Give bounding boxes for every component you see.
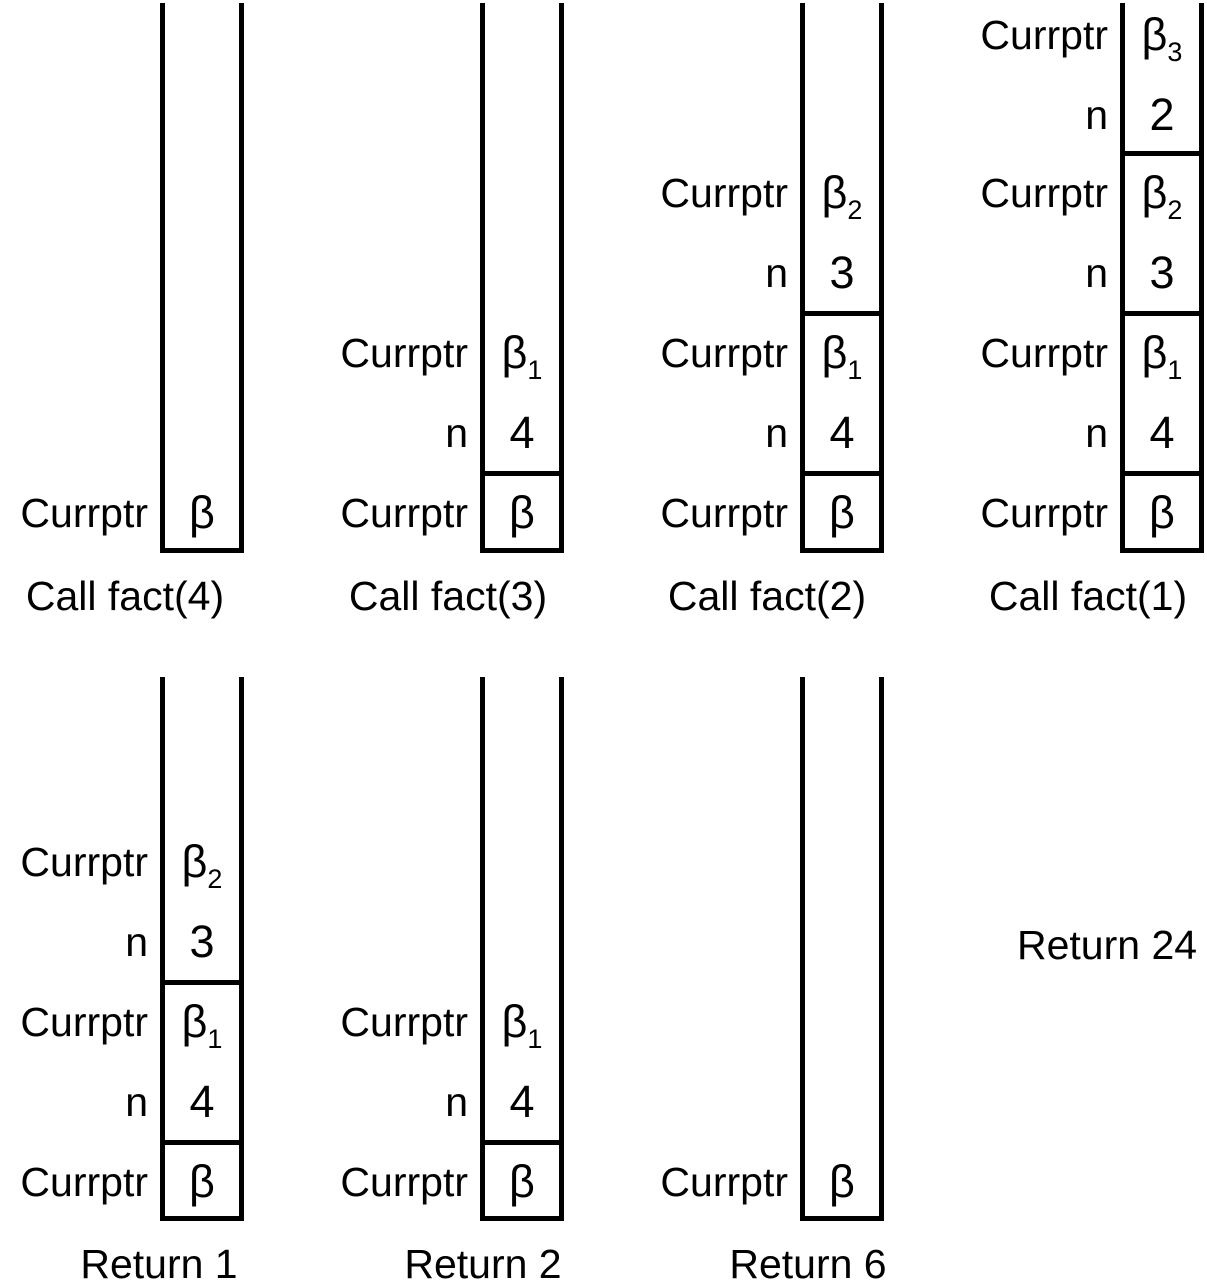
cell-label: n	[765, 250, 788, 296]
frame-divider	[480, 471, 564, 476]
frame-divider	[1120, 471, 1204, 476]
cell-value: β	[829, 487, 855, 538]
cell-value: β	[509, 487, 535, 538]
cell-label: Currptr	[340, 490, 468, 536]
cell-value: β1	[501, 996, 543, 1054]
cell-value: 4	[829, 407, 855, 458]
cell-label: Currptr	[340, 330, 468, 376]
cell-value: β	[189, 1156, 215, 1207]
cell-label: n	[445, 1079, 468, 1125]
frame-divider	[1120, 311, 1204, 316]
cell-label: Currptr	[340, 999, 468, 1045]
cell-label: Currptr	[20, 839, 148, 885]
cell-value: β	[829, 1156, 855, 1207]
cell-label: n	[1085, 250, 1108, 296]
frame-divider	[1120, 151, 1204, 156]
cell-value: 4	[509, 1076, 535, 1127]
cell-value: 4	[189, 1076, 215, 1127]
cell-label: n	[125, 1079, 148, 1125]
cell-label: Currptr	[660, 1159, 788, 1205]
cell-label: Currptr	[340, 1159, 468, 1205]
cell-value: β2	[181, 836, 223, 894]
stack-caption: Call fact(3)	[348, 573, 548, 619]
cell-value: β2	[1141, 167, 1183, 225]
cell-label: n	[125, 919, 148, 965]
stack-caption: Call fact(1)	[988, 573, 1188, 619]
cell-value: 3	[1149, 247, 1175, 298]
cell-label: Currptr	[980, 330, 1108, 376]
cell-label: Currptr	[980, 170, 1108, 216]
cell-value: 4	[509, 407, 535, 458]
cell-value: 3	[189, 916, 215, 967]
cell-value: β1	[821, 327, 863, 385]
return-value-note: Return 24	[1017, 922, 1198, 968]
frame-divider	[480, 1140, 564, 1145]
stack-outline	[1120, 3, 1204, 553]
stack-outline	[800, 677, 884, 1221]
stack-outline	[480, 3, 564, 553]
cell-value: β1	[501, 327, 543, 385]
cell-label: Currptr	[980, 490, 1108, 536]
cell-value: β	[189, 487, 215, 538]
cell-label: Currptr	[660, 170, 788, 216]
cell-label: Currptr	[660, 330, 788, 376]
stack-outline	[160, 677, 244, 1221]
cell-label: n	[1085, 92, 1108, 138]
cell-label: Currptr	[20, 490, 148, 536]
cell-label: Currptr	[980, 12, 1108, 58]
cell-value: β3	[1141, 9, 1183, 67]
stack-caption: Return 2	[404, 1241, 562, 1282]
stack-outline	[480, 677, 564, 1221]
cell-value: 3	[829, 247, 855, 298]
cell-value: 2	[1149, 89, 1175, 140]
frame-divider	[160, 980, 244, 985]
frame-divider	[800, 471, 884, 476]
cell-value: β1	[1141, 327, 1183, 385]
cell-value: β	[1149, 487, 1175, 538]
stack-caption: Return 6	[729, 1241, 887, 1282]
frame-divider	[800, 311, 884, 316]
frame-divider	[160, 1140, 244, 1145]
cell-value: 4	[1149, 407, 1175, 458]
stack-caption: Call fact(2)	[667, 573, 867, 619]
cell-value: β1	[181, 996, 223, 1054]
cell-label: Currptr	[660, 490, 788, 536]
cell-label: Currptr	[20, 1159, 148, 1205]
stack-outline	[160, 3, 244, 553]
cell-value: β	[509, 1156, 535, 1207]
stack-caption: Return 1	[80, 1241, 238, 1282]
cell-label: n	[445, 410, 468, 456]
stack-outline	[800, 3, 884, 553]
cell-label: Currptr	[20, 999, 148, 1045]
cell-label: n	[765, 410, 788, 456]
cell-label: n	[1085, 410, 1108, 456]
stack-caption: Call fact(4)	[25, 573, 225, 619]
cell-value: β2	[821, 167, 863, 225]
